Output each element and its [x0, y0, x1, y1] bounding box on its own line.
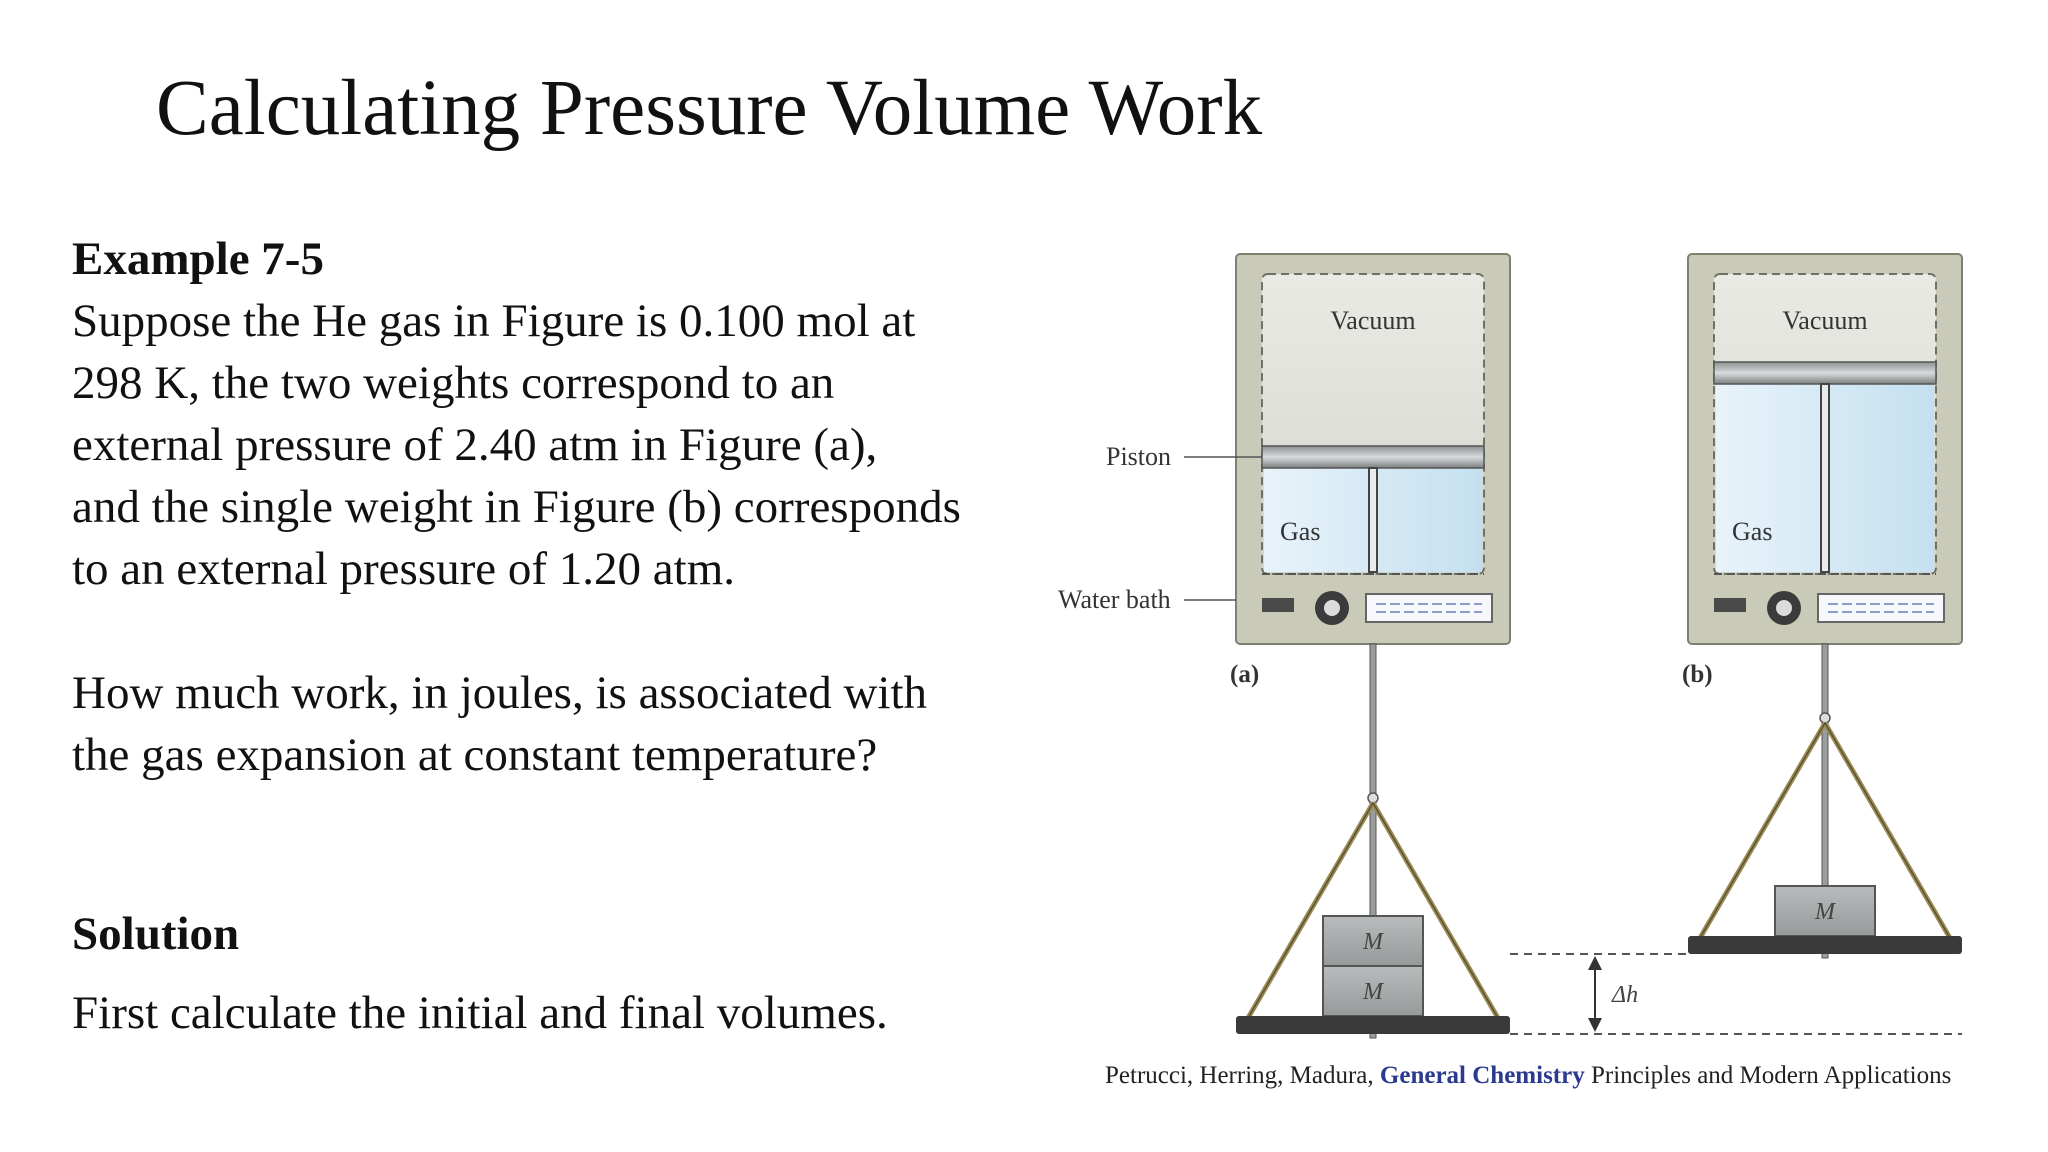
- mass-label-a-lower: M: [1362, 979, 1385, 1005]
- problem-line: Suppose the He gas in Figure is 0.100 mo…: [72, 295, 916, 347]
- piston-figure: Vacuum Gas Piston Water bath (a) M M: [1050, 240, 1998, 1060]
- piston-a: [1261, 445, 1485, 469]
- control-knob-inner-a: [1324, 600, 1340, 616]
- hanger-ring-b: [1819, 712, 1831, 724]
- hanger-rope-shadow-a: [1247, 802, 1499, 1019]
- problem-line: 298 K, the two weights correspond to an: [72, 357, 835, 409]
- piston-b: [1713, 361, 1937, 385]
- hanging-rod-b: [1821, 643, 1829, 959]
- caption-book-title: General Chemistry: [1379, 1062, 1585, 1089]
- hanging-rod-a: [1369, 643, 1377, 1039]
- vacuum-label-b: Vacuum: [1782, 306, 1867, 335]
- panel-b: Vacuum Gas (b) M: [1682, 253, 1963, 959]
- hanger-ring-a: [1367, 792, 1379, 804]
- slide-title: Calculating Pressure Volume Work: [156, 65, 1263, 152]
- panel-a: Vacuum Gas Piston Water bath (a) M M: [1058, 253, 1511, 1039]
- solution-text: First calculate the initial and final vo…: [72, 987, 888, 1039]
- delta-h-label: Δh: [1611, 982, 1638, 1008]
- control-knob-inner-b: [1776, 600, 1792, 616]
- caption-subtitle: Principles and Modern Applications: [1584, 1062, 1952, 1089]
- piston-rod-a: [1368, 467, 1378, 573]
- control-slot-b: [1714, 598, 1746, 612]
- control-slot-a: [1262, 598, 1294, 612]
- delta-h-arrow-down: [1588, 1018, 1602, 1032]
- weight-b: [1774, 885, 1876, 937]
- question-line: How much work, in joules, is associated …: [72, 667, 928, 719]
- panel-a-label: (a): [1230, 661, 1259, 688]
- water-bath-label: Water bath: [1058, 585, 1171, 614]
- weight-pan-a: [1236, 1016, 1510, 1034]
- solution-heading: Solution: [72, 908, 240, 960]
- figure-caption: Petrucci, Herring, Madura, General Chemi…: [1105, 1062, 1951, 1090]
- piston-diagram: Vacuum Gas Piston Water bath (a) M M: [1058, 253, 1963, 1039]
- paragraph-spacer: [72, 600, 1062, 662]
- weight-pan-b: [1688, 936, 1962, 954]
- control-display-a: [1365, 593, 1493, 623]
- piston-label: Piston: [1106, 442, 1171, 471]
- problem-text-block: Example 7-5 Suppose the He gas in Figure…: [72, 228, 1062, 786]
- weight-upper-a: [1322, 915, 1424, 967]
- piston-rod-b: [1820, 383, 1830, 573]
- gas-label-b: Gas: [1732, 517, 1772, 546]
- question-line: the gas expansion at constant temperatur…: [72, 729, 878, 781]
- problem-line: to an external pressure of 1.20 atm.: [72, 543, 736, 595]
- mass-label-a-upper: M: [1362, 929, 1385, 955]
- problem-line: external pressure of 2.40 atm in Figure …: [72, 419, 878, 471]
- gas-label-a: Gas: [1280, 517, 1320, 546]
- delta-h-indicator: Δh: [1510, 953, 1962, 1035]
- hanger-rope-shadow-b: [1699, 722, 1951, 939]
- delta-h-arrow-up: [1588, 956, 1602, 970]
- example-heading: Example 7-5: [72, 233, 324, 285]
- panel-b-label: (b): [1682, 661, 1713, 688]
- caption-authors: Petrucci, Herring, Madura,: [1105, 1062, 1380, 1089]
- control-display-b: [1817, 593, 1945, 623]
- problem-line: and the single weight in Figure (b) corr…: [72, 481, 961, 533]
- vacuum-label-a: Vacuum: [1330, 306, 1415, 335]
- mass-label-b: M: [1814, 899, 1837, 925]
